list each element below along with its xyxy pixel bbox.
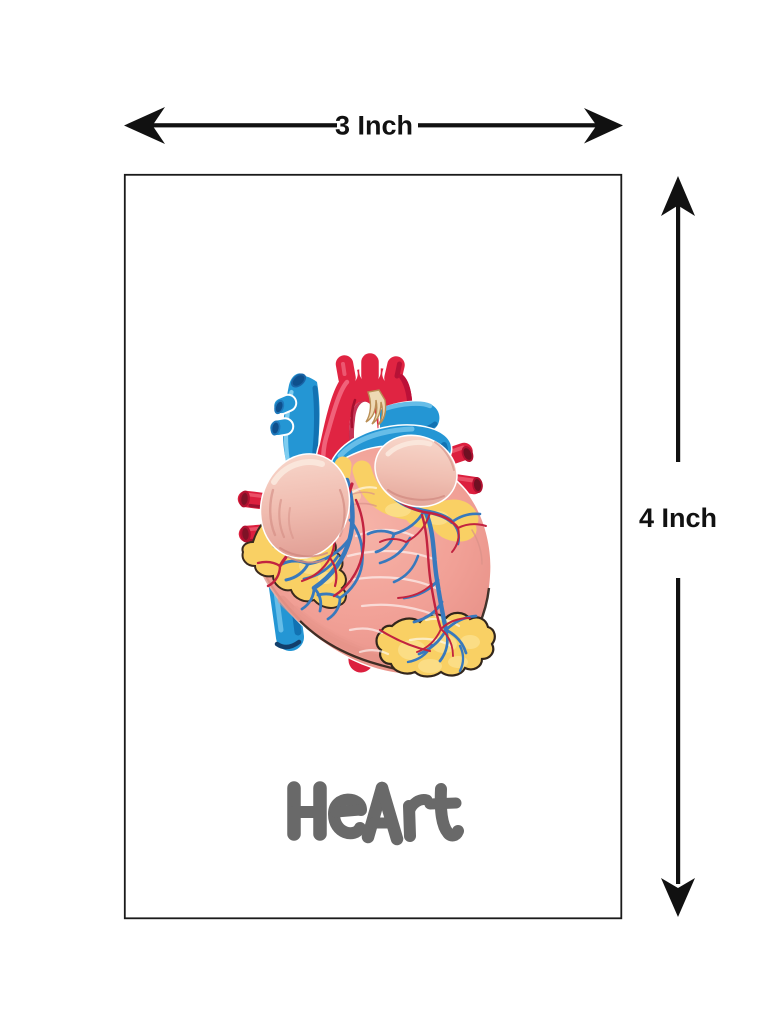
svg-text:4 Inch: 4 Inch (639, 503, 717, 533)
svg-text:3 Inch: 3 Inch (335, 111, 413, 141)
